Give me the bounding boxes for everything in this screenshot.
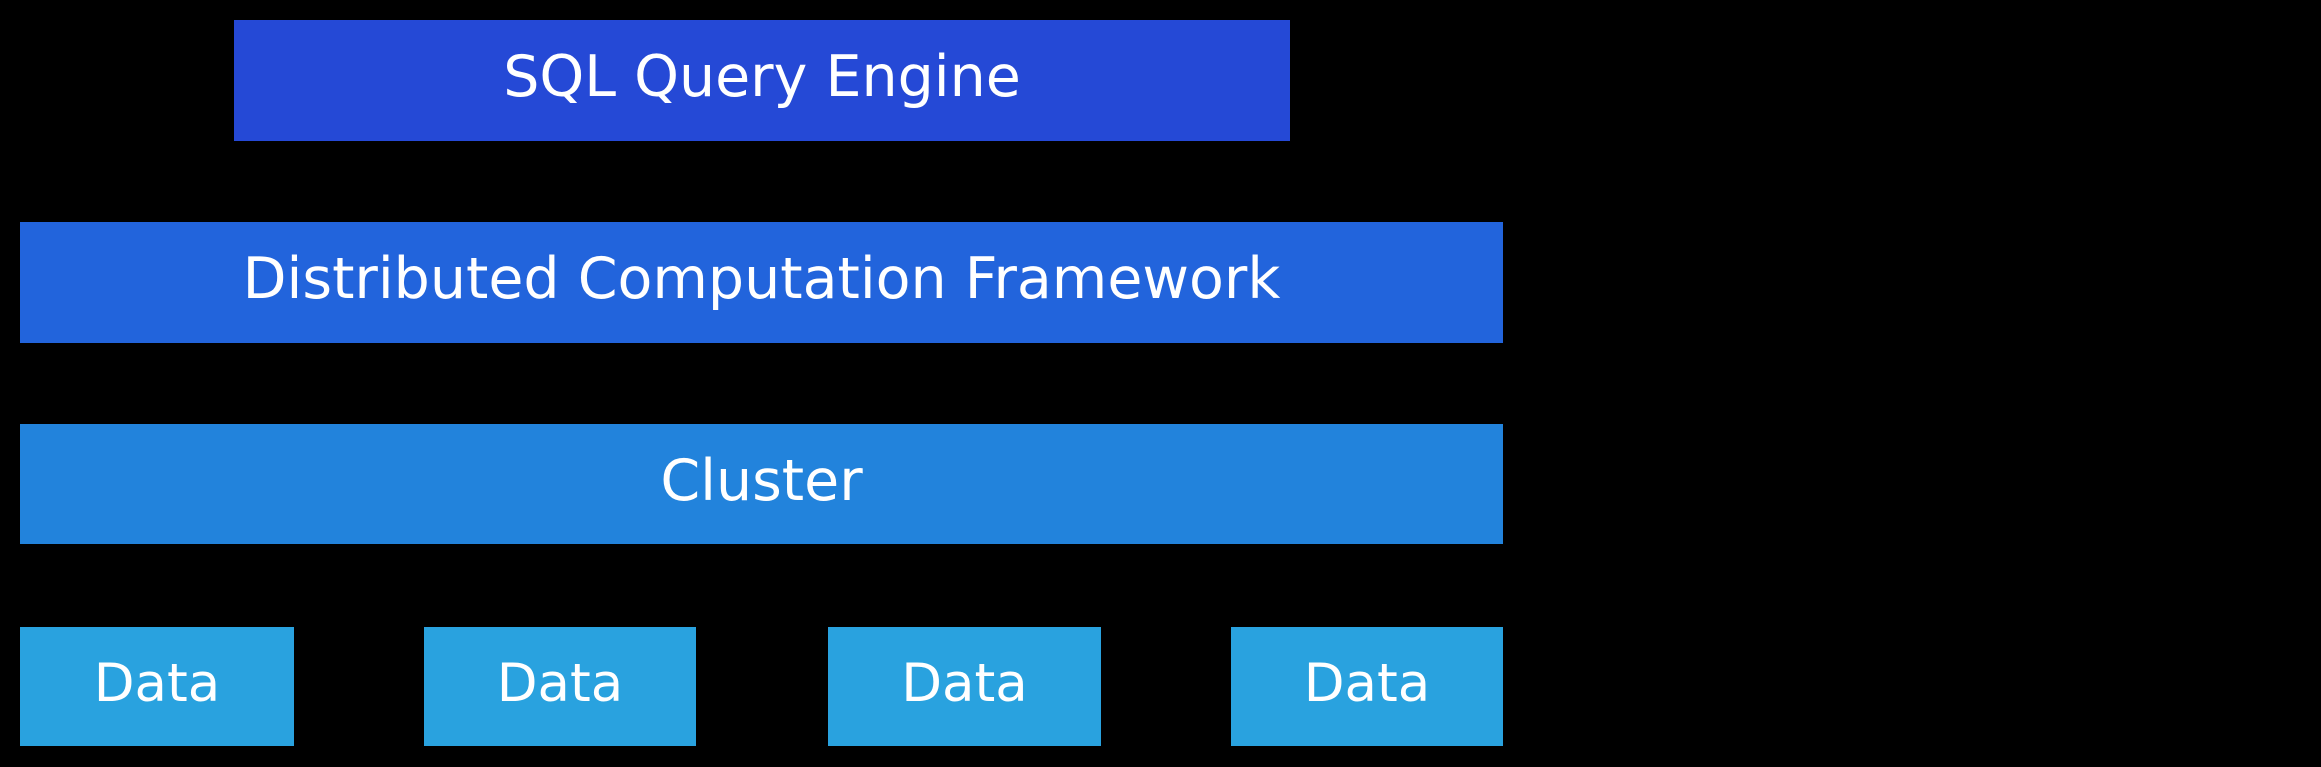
layer-label-distributed-computation-framework: Distributed Computation Framework [242,246,1281,312]
data-node: Data [828,627,1101,746]
data-node: Data [20,627,294,746]
data-node-label: Data [93,653,221,714]
layer-label-sql-query-engine: SQL Query Engine [503,44,1021,110]
data-node-label: Data [901,653,1028,714]
data-node: Data [424,627,696,746]
layer-box-distributed-computation-framework: Distributed Computation Framework [20,222,1503,343]
layer-box-cluster: Cluster [20,424,1503,544]
data-node: Data [1231,627,1503,746]
data-node-label: Data [1303,653,1431,714]
layer-label-cluster: Cluster [660,447,863,514]
data-node-label: Data [496,653,624,714]
layer-box-sql-query-engine: SQL Query Engine [234,20,1290,141]
